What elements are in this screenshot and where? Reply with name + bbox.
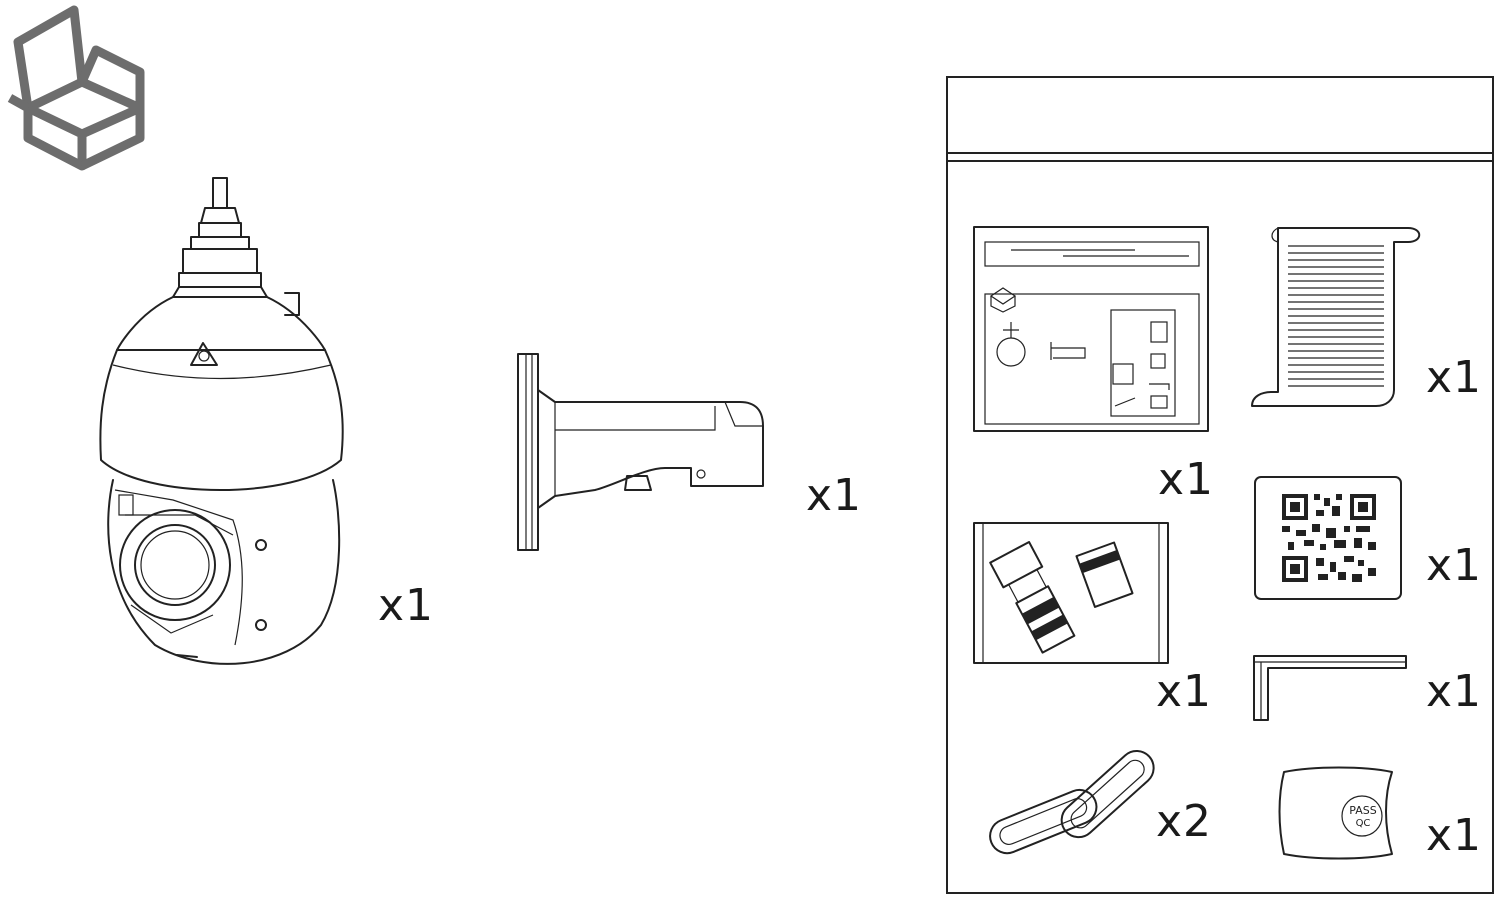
qr-code-card-illustration: [1254, 476, 1402, 600]
quick-guide-package-illustration: [973, 226, 1209, 432]
waterproof-connector-kit-illustration: [973, 522, 1169, 664]
camera-quantity: x1: [378, 580, 435, 631]
wall-mount-bracket-illustration: [517, 353, 764, 551]
open-box-icon: [7, 5, 145, 171]
accessory-panel: [946, 76, 1494, 894]
safety-clips-quantity: x2: [1156, 796, 1213, 847]
bracket-quantity: x1: [806, 470, 863, 521]
connector-kit-quantity: x1: [1156, 666, 1213, 717]
qc-label-text: QC: [1355, 818, 1371, 829]
pass-qc-label-illustration: [1278, 766, 1393, 860]
safety-clips-illustration: [989, 749, 1155, 855]
allen-key-illustration: [1253, 655, 1407, 721]
panel-divider-top: [948, 152, 1492, 154]
quick-guide-quantity: x1: [1158, 454, 1215, 505]
ptz-camera-illustration: [99, 177, 344, 665]
panel-divider-bottom: [948, 160, 1492, 162]
documentation-quantity: x1: [1426, 352, 1483, 403]
documentation-sheet-illustration: [1251, 227, 1421, 407]
pass-label-text: PASS: [1349, 804, 1377, 817]
pass-qc-quantity: x1: [1426, 810, 1483, 861]
qr-card-quantity: x1: [1426, 540, 1483, 591]
allen-key-quantity: x1: [1426, 666, 1483, 717]
